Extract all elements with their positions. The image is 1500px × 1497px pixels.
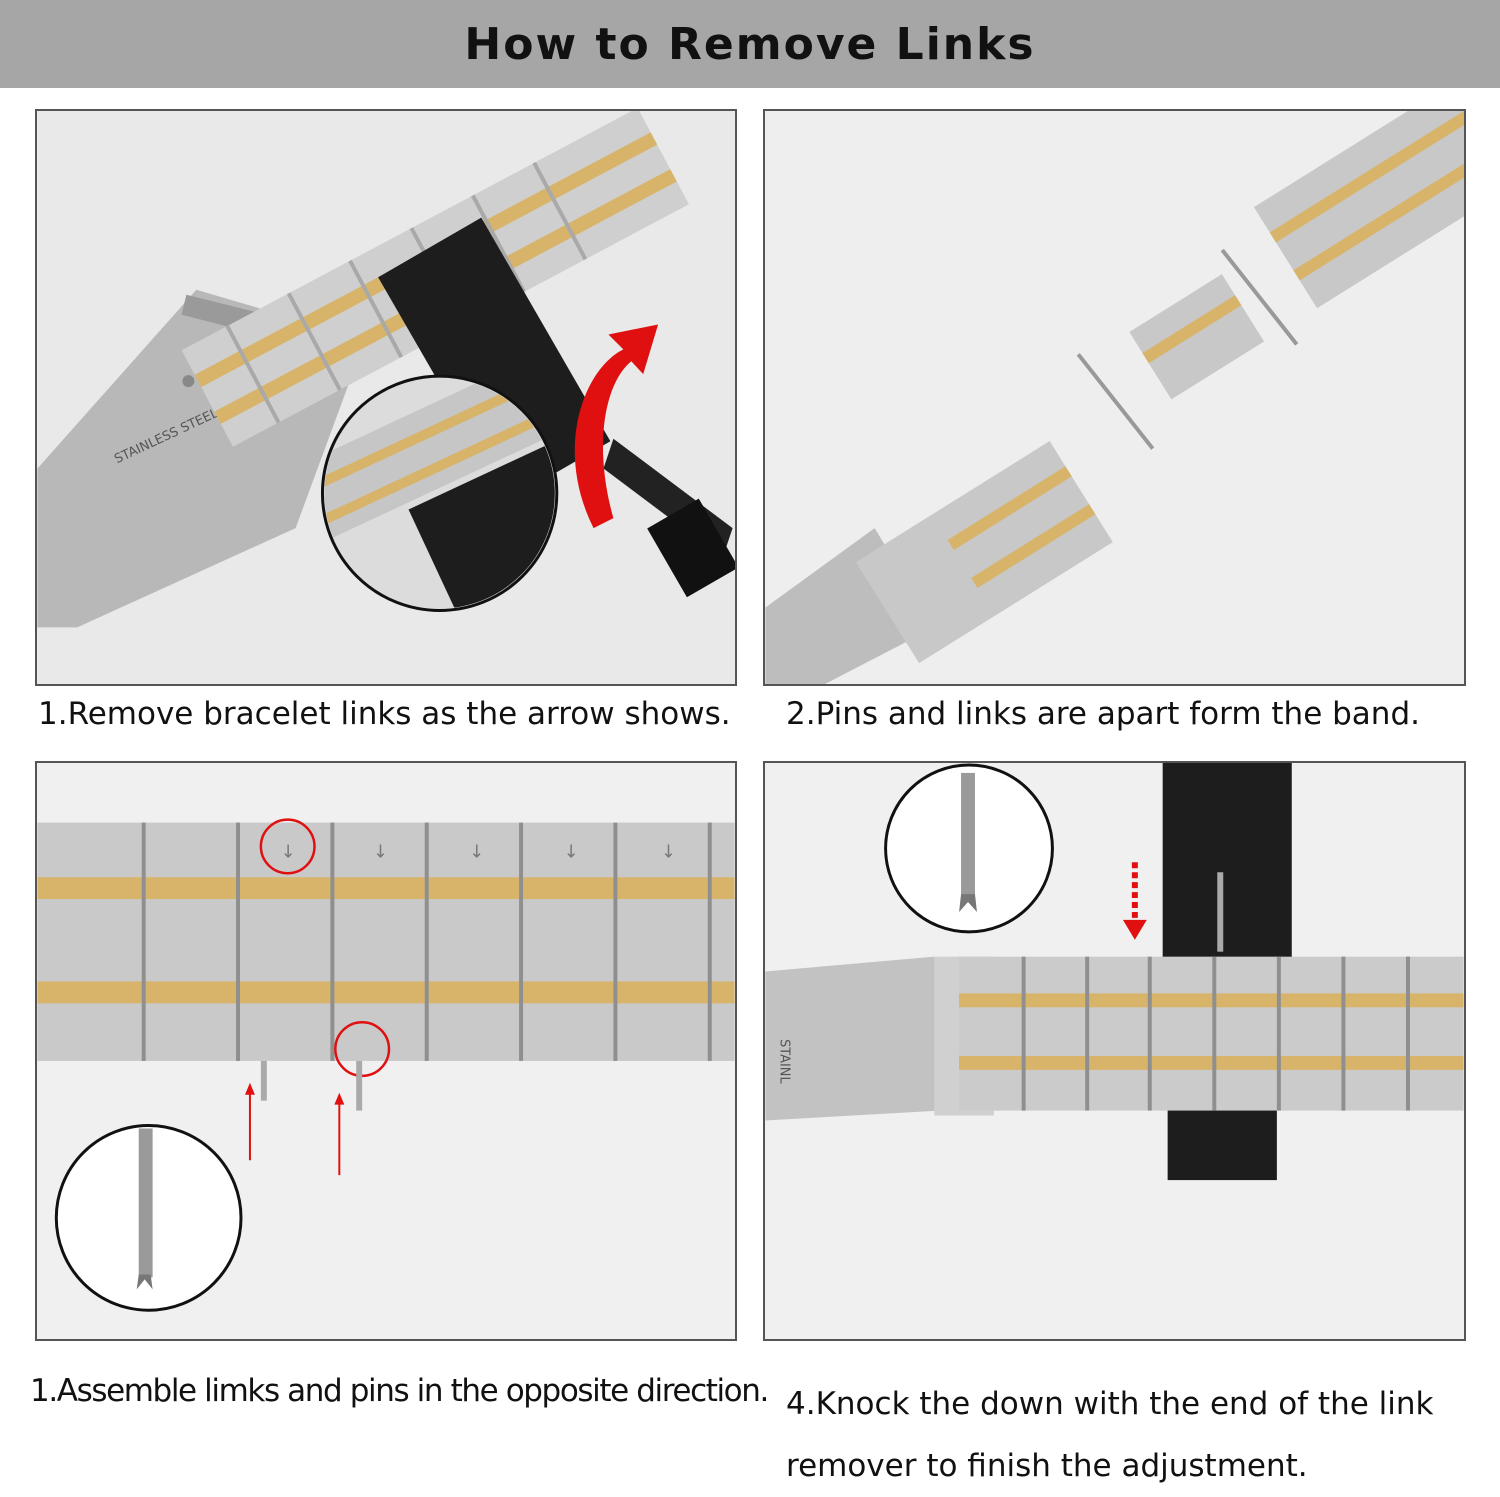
step-3-illustration: ↓ ↓ ↓ ↓ ↓ xyxy=(37,763,735,1339)
step-3-caption: 1.Assemble limks and pins in the opposit… xyxy=(30,1373,769,1409)
step-1-illustration: STAINLESS STEEL xyxy=(37,111,735,684)
page-header: How to Remove Links xyxy=(0,0,1500,88)
bracelet-segment-right xyxy=(1253,111,1464,309)
step-4-caption: 4.Knock the down with the end of the lin… xyxy=(786,1373,1486,1497)
step-4-illustration: STAINL xyxy=(765,763,1464,1339)
link-arrow-icon: ↓ xyxy=(564,841,579,862)
red-up-arrow-icon xyxy=(334,1092,345,1176)
pin xyxy=(1220,248,1299,346)
bracelet-segment-left xyxy=(855,441,1113,664)
step-1-image: STAINLESS STEEL xyxy=(35,109,737,686)
step-4-caption-line-1: 4.Knock the down with the end of the lin… xyxy=(786,1386,1434,1422)
bracelet-straight xyxy=(37,822,735,1061)
step-3-image: ↓ ↓ ↓ ↓ ↓ xyxy=(35,761,737,1341)
pin xyxy=(260,1060,267,1101)
link-arrow-icon: ↓ xyxy=(661,841,676,862)
link-removal-tool xyxy=(1162,763,1292,962)
link-removal-tool xyxy=(378,217,611,501)
link-arrow-icon: ↓ xyxy=(469,841,484,862)
step-2-illustration xyxy=(765,111,1464,684)
link-arrow-icon: ↓ xyxy=(373,841,388,862)
red-circle-highlight-icon xyxy=(259,818,316,875)
step-4-image: STAINL xyxy=(763,761,1466,1341)
step-2-caption: 2.Pins and links are apart form the band… xyxy=(786,696,1420,732)
pin xyxy=(356,1060,363,1111)
link-arrow-icon: ↓ xyxy=(281,841,296,862)
step-2-image xyxy=(763,109,1466,686)
clasp-engraving: STAINL xyxy=(776,1039,791,1084)
bracelet-body xyxy=(959,956,1464,1111)
red-down-arrow-icon xyxy=(1122,862,1147,940)
red-up-arrow-icon xyxy=(244,1082,255,1161)
step-4-caption-line-2: remover to finish the adjustment. xyxy=(786,1448,1308,1484)
step-1-caption: 1.Remove bracelet links as the arrow sho… xyxy=(38,696,731,732)
pin xyxy=(1076,353,1155,450)
clasp-plate xyxy=(765,956,940,1121)
red-curved-arrow-icon xyxy=(574,324,659,529)
page-title: How to Remove Links xyxy=(464,18,1036,70)
